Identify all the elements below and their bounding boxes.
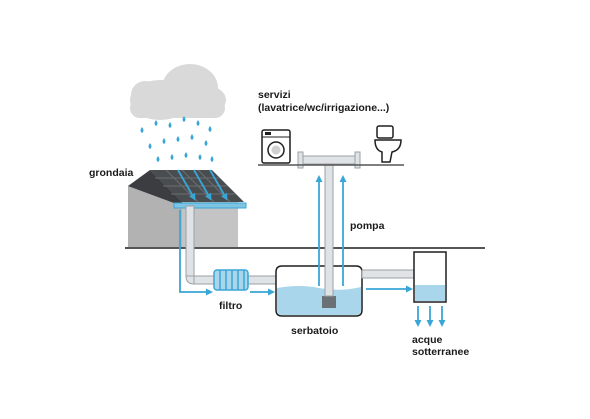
flow-arrows [177, 169, 446, 327]
raindrop-icon [168, 122, 172, 128]
overflow-pipe [361, 269, 415, 279]
raindrop-icon [208, 126, 212, 132]
raindrop-icon [184, 152, 188, 158]
raindrop-icon [148, 143, 152, 149]
raindrop-icon [176, 136, 180, 142]
raindrop-icon [156, 156, 160, 162]
raindrop-icon [210, 156, 214, 162]
raindrop-icon [170, 154, 174, 160]
supply-pipe [297, 151, 361, 297]
label-sotterranee: sotterranee [412, 346, 469, 358]
filter-icon [213, 269, 249, 291]
raindrop-icon [162, 138, 166, 144]
label-servizi: servizi [258, 89, 291, 101]
gutter [173, 202, 247, 209]
infiltration-container [413, 251, 447, 303]
raindrop-icon [140, 127, 144, 133]
label-pompa: pompa [350, 220, 385, 232]
cloud-icon [130, 64, 226, 120]
raindrop-icon [204, 140, 208, 146]
pump-icon [322, 296, 336, 308]
raindrops [140, 116, 214, 162]
label-servizi-detail: (lavatrice/wc/irrigazione...) [258, 102, 389, 114]
raindrop-icon [198, 154, 202, 160]
label-filtro: filtro [219, 300, 242, 312]
raindrop-icon [190, 134, 194, 140]
label-serbatoio: serbatoio [291, 325, 338, 337]
roof-edge [128, 170, 182, 206]
label-grondaia: grondaia [89, 167, 133, 179]
toilet-icon [374, 125, 402, 163]
washing-machine-icon [261, 129, 291, 164]
raindrop-icon [154, 120, 158, 126]
label-acque: acque [412, 334, 443, 346]
raindrop-icon [196, 120, 200, 126]
raindrop-icon [182, 116, 186, 122]
tank-icon [275, 265, 363, 317]
